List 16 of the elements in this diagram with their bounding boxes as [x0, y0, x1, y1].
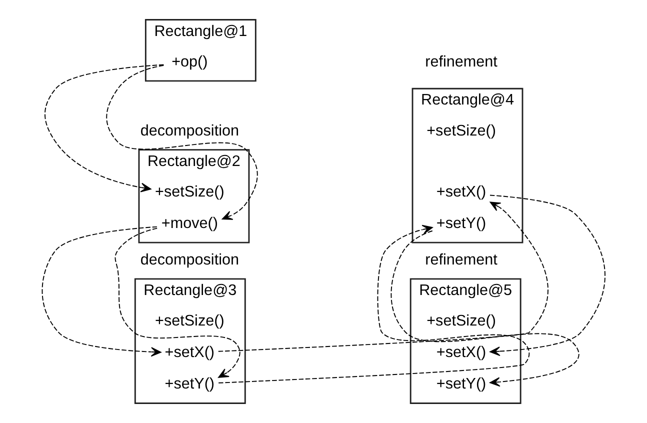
node-text: +setSize(): [426, 312, 496, 330]
label: refinement: [425, 53, 498, 70]
node-text: +op(): [172, 53, 208, 70]
node-text: +setX(): [436, 183, 486, 200]
node-text: +setY(): [164, 376, 215, 393]
label: refinement: [425, 251, 498, 268]
node-text: +setSize(): [426, 122, 496, 140]
label: decomposition: [140, 251, 239, 268]
node-text: +setY(): [436, 376, 486, 393]
node-text: +setX(): [164, 344, 215, 362]
node-text: +move(): [161, 215, 218, 232]
node-text: +setSize(): [155, 312, 224, 330]
label: decomposition: [140, 122, 239, 140]
node-text: +setX(): [436, 344, 486, 362]
node-text: +setSize(): [155, 183, 224, 200]
node-text: +setY(): [436, 215, 486, 232]
